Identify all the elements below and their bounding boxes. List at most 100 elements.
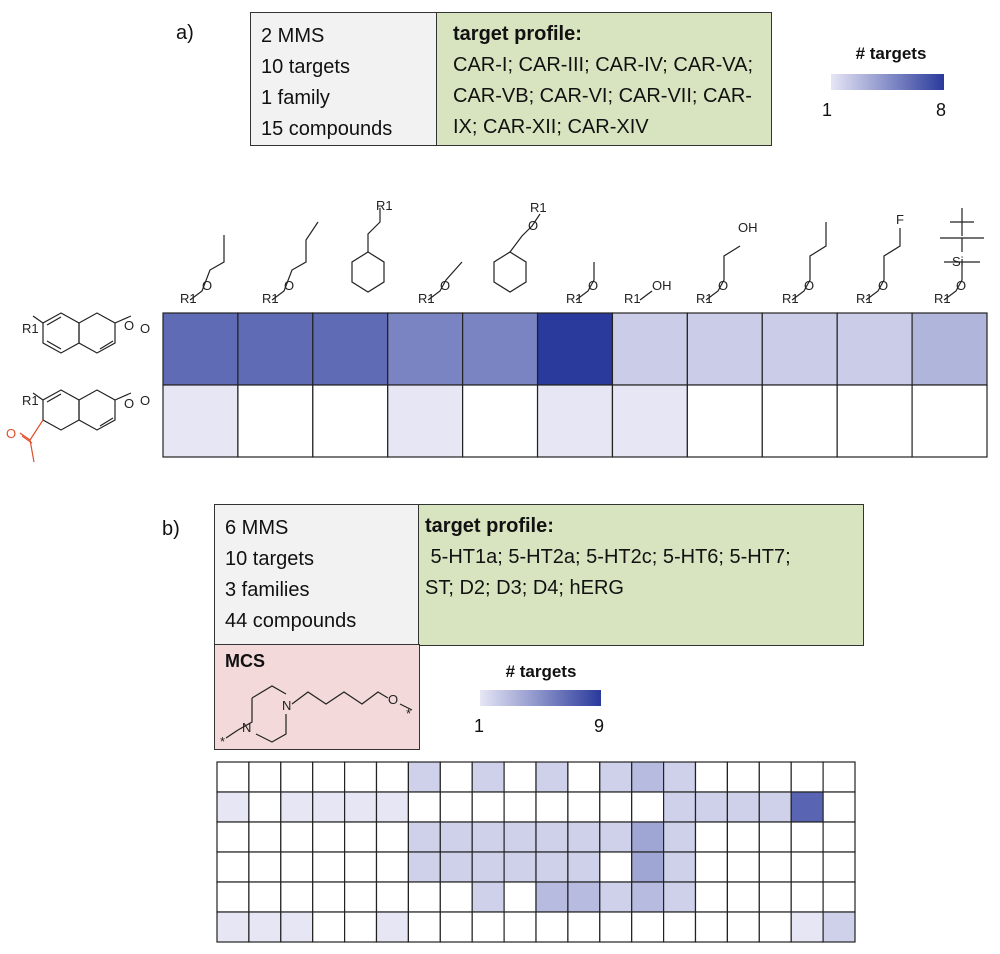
panel-b-target-profile-box: target profile: 5-HT1a; 5-HT2a; 5-HT2c; … [418, 504, 864, 646]
panel-a-heatmap-cell-r2-c10 [836, 384, 913, 458]
panel-b-heatmap-cell-r5-c14 [631, 881, 665, 913]
benzyl-ring [493, 251, 527, 293]
panel-b-heatmap-cell-r4-c4 [312, 851, 346, 883]
panel-b-heatmap-cell-r5-c7 [407, 881, 441, 913]
sub7-oh-label: OH [652, 278, 672, 293]
sub10-f-label: F [896, 212, 904, 227]
panel-a-heatmap-cell-r2-c8 [686, 384, 763, 458]
panel-b-heatmap-cell-r1-c4 [312, 761, 346, 793]
panel-a-structures: R1 R1 O O O O O R1 O R1 O R1 R1 O R1 O R… [6, 198, 984, 463]
panel-b-heatmap-cell-r3-c11 [535, 821, 569, 853]
panel-b-heatmap-cell-r6-c11 [535, 911, 569, 943]
butoxy-chain [271, 221, 319, 301]
panel-b-heatmap-cell-r1-c12 [567, 761, 601, 793]
panel-b-heatmap-cell-r3-c5 [344, 821, 378, 853]
panel-a-heatmap-cell-r2-c4 [387, 384, 464, 458]
panel-b-heatmap-cell-r5-c16 [694, 881, 728, 913]
row1-carbonyl-oxygen-label: O [140, 321, 150, 336]
panel-b-heatmap-cell-r2-c18 [758, 791, 792, 823]
panel-b-label: b) [162, 518, 180, 540]
panel-a-profile-line-3: IX; CAR-XII; CAR-XIV [453, 116, 649, 138]
panel-b-stat-targets: 10 targets [225, 548, 314, 570]
panel-b-heatmap-cell-r3-c14 [631, 821, 665, 853]
panel-b-stat-mms: 6 MMS [225, 517, 289, 539]
panel-b-heatmap-cell-r3-c6 [375, 821, 409, 853]
sub10-r1-label: R1 [856, 291, 873, 306]
panel-b-heatmap-cell-r4-c12 [567, 851, 601, 883]
mcs-title: MCS [225, 651, 265, 671]
sub11-r1-label: R1 [934, 291, 951, 306]
panel-b-heatmap-cell-r2-c19 [790, 791, 824, 823]
panel-a-label: a) [176, 22, 194, 44]
panel-a-legend-colorbar [831, 74, 944, 90]
panel-b-heatmap-cell-r3-c17 [726, 821, 760, 853]
panel-b-heatmap-cell-r4-c5 [344, 851, 378, 883]
panel-b-heatmap-cell-r6-c6 [375, 911, 409, 943]
sub5-o-label: O [528, 218, 538, 233]
panel-a-heatmap-cell-r2-c5 [462, 384, 539, 458]
acetyl-coumarin-structure [32, 389, 132, 431]
mcs-n1-label: N [282, 698, 291, 713]
panel-b-profile-title: target profile: [425, 515, 554, 537]
panel-b-heatmap-cell-r6-c19 [790, 911, 824, 943]
panel-b-heatmap-cell-r4-c19 [790, 851, 824, 883]
panel-a-heatmap-cell-r1-c2 [237, 312, 314, 386]
mcs-star-left: * [220, 734, 225, 748]
panel-b-heatmap-cell-r2-c8 [439, 791, 473, 823]
panel-b-stat-families: 3 families [225, 579, 310, 601]
panel-a-heatmap-cell-r1-c4 [387, 312, 464, 386]
acetyl-group [19, 419, 44, 463]
panel-b-heatmap-cell-r5-c19 [790, 881, 824, 913]
row1-r1-label: R1 [22, 321, 39, 336]
panel-b-heatmap-cell-r2-c5 [344, 791, 378, 823]
panel-b-heatmap-cell-r6-c5 [344, 911, 378, 943]
panel-b-heatmap-cell-r6-c8 [439, 911, 473, 943]
panel-a-stat-targets: 10 targets [261, 56, 350, 78]
panel-b-heatmap-cell-r5-c9 [471, 881, 505, 913]
panel-b-heatmap-cell-r6-c10 [503, 911, 537, 943]
sub2-r1-label: R1 [262, 291, 279, 306]
panel-b-heatmap-cell-r1-c15 [663, 761, 697, 793]
mcs-o-label: O [388, 692, 398, 707]
benzyl-chain [509, 213, 541, 253]
panel-a-heatmap-cell-r1-c8 [686, 312, 763, 386]
sub6-o-label: O [588, 278, 598, 293]
panel-b-heatmap-cell-r3-c9 [471, 821, 505, 853]
sub10-o-label: O [878, 278, 888, 293]
phenethyl-chain [367, 208, 381, 252]
panel-a-legend-min: 1 [822, 100, 833, 120]
row2-oxygen-label: O [124, 396, 134, 411]
panel-b-heatmap-cell-r4-c20 [822, 851, 856, 883]
panel-b-heatmap-cell-r1-c5 [344, 761, 378, 793]
panel-a-stat-compounds: 15 compounds [261, 118, 393, 140]
panel-b-heatmap-cell-r5-c13 [599, 881, 633, 913]
panel-b-heatmap-cell-r2-c20 [822, 791, 856, 823]
mcs-n2-label: N [242, 720, 251, 735]
panel-a-heatmap-cell-r1-c9 [761, 312, 838, 386]
panel-b-heatmap-cell-r3-c1 [216, 821, 250, 853]
panel-b-heatmap-cell-r6-c9 [471, 911, 505, 943]
panel-b-heatmap-cell-r5-c20 [822, 881, 856, 913]
panel-b-heatmap-cell-r6-c3 [280, 911, 314, 943]
panel-a-heatmap-cell-r2-c9 [761, 384, 838, 458]
panel-b-heatmap-cell-r5-c2 [248, 881, 282, 913]
panel-b-heatmap-cell-r4-c10 [503, 851, 537, 883]
panel-a-heatmap-cell-r1-c1 [162, 312, 239, 386]
hydroxyethoxy-chain [705, 245, 741, 301]
panel-a-stat-families: 1 family [261, 87, 330, 109]
propoxy-chain [189, 235, 225, 301]
sub5-r1-label: R1 [530, 200, 547, 215]
panel-b-heatmap-cell-r1-c7 [407, 761, 441, 793]
panel-b-heatmap-cell-r6-c14 [631, 911, 665, 943]
panel-b-heatmap-cell-r1-c13 [599, 761, 633, 793]
panel-b-heatmap-cell-r4-c14 [631, 851, 665, 883]
panel-b-heatmap-cell-r5-c10 [503, 881, 537, 913]
panel-b-heatmap-cell-r4-c1 [216, 851, 250, 883]
panel-b-heatmap-cell-r2-c7 [407, 791, 441, 823]
panel-b-heatmap-cell-r2-c17 [726, 791, 760, 823]
panel-b-heatmap-cell-r2-c15 [663, 791, 697, 823]
panel-b-legend-max: 9 [594, 716, 605, 736]
panel-b-legend: # targets [476, 662, 606, 682]
fluoroethoxy-chain [865, 228, 901, 301]
panel-b-heatmap-cell-r1-c1 [216, 761, 250, 793]
